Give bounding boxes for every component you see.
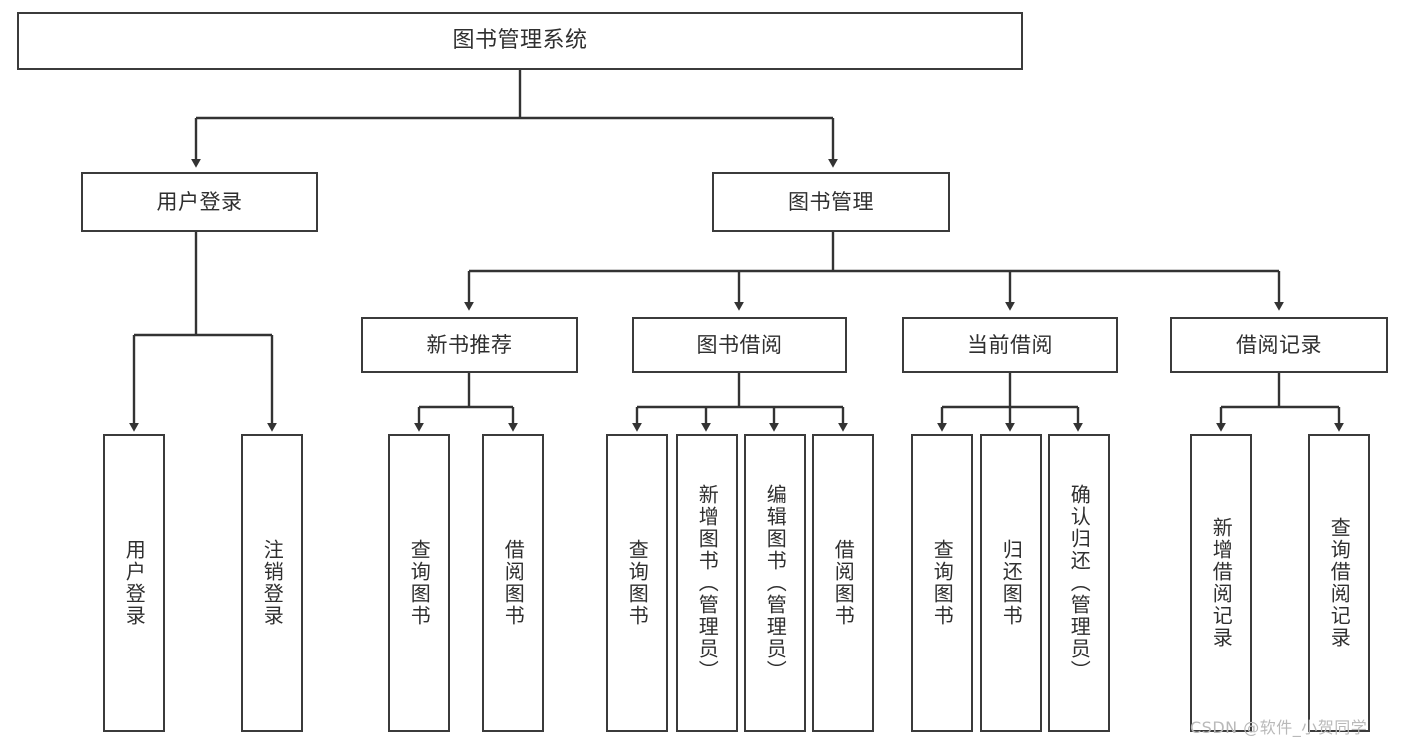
node-leaf-borrow-book-2[interactable]: 借阅图书 (812, 434, 874, 732)
node-label: 新书推荐 (426, 332, 513, 357)
node-label: 查询图书 (930, 539, 955, 627)
node-leaf-add-book[interactable]: 新增图书（管理员） (676, 434, 738, 732)
node-label: 图书管理 (788, 189, 874, 214)
node-book-borrow[interactable]: 图书借阅 (632, 317, 847, 373)
node-book-management[interactable]: 图书管理 (712, 172, 950, 232)
node-label: 借阅图书 (501, 539, 526, 627)
node-leaf-query-book-3[interactable]: 查询图书 (911, 434, 973, 732)
node-root-book-management-system[interactable]: 图书管理系统 (17, 12, 1023, 70)
node-leaf-logout[interactable]: 注销登录 (241, 434, 303, 732)
node-label: 当前借阅 (967, 332, 1053, 357)
node-leaf-query-book-1[interactable]: 查询图书 (388, 434, 450, 732)
node-leaf-query-book-2[interactable]: 查询图书 (606, 434, 668, 732)
node-current-borrow[interactable]: 当前借阅 (902, 317, 1118, 373)
node-label: 查询图书 (407, 539, 432, 627)
node-label: 用户登录 (156, 189, 243, 214)
node-borrow-record[interactable]: 借阅记录 (1170, 317, 1388, 373)
node-leaf-borrow-book-1[interactable]: 借阅图书 (482, 434, 544, 732)
node-new-book-recommendation[interactable]: 新书推荐 (361, 317, 578, 373)
node-leaf-add-borrow-record[interactable]: 新增借阅记录 (1190, 434, 1252, 732)
node-label: 新增借阅记录 (1209, 517, 1234, 649)
node-label: 注销登录 (260, 539, 285, 627)
node-label: 图书借阅 (696, 332, 783, 357)
node-leaf-return-book[interactable]: 归还图书 (980, 434, 1042, 732)
node-leaf-confirm-return[interactable]: 确认归还（管理员） (1048, 434, 1110, 732)
node-label: 借阅记录 (1236, 332, 1322, 357)
node-leaf-edit-book[interactable]: 编辑图书（管理员） (744, 434, 806, 732)
node-label: 借阅图书 (831, 539, 856, 627)
node-label: 归还图书 (999, 539, 1024, 627)
node-leaf-user-login[interactable]: 用户登录 (103, 434, 165, 732)
node-label: 新增图书（管理员） (695, 484, 720, 682)
node-label: 确认归还（管理员） (1067, 484, 1092, 682)
node-label: 查询图书 (625, 539, 650, 627)
node-label: 图书管理系统 (452, 28, 588, 54)
watermark: CSDN @软件_小贺同学 (1190, 718, 1368, 737)
node-label: 用户登录 (122, 539, 147, 627)
node-leaf-query-borrow-record[interactable]: 查询借阅记录 (1308, 434, 1370, 732)
node-label: 查询借阅记录 (1327, 517, 1352, 649)
node-user-login[interactable]: 用户登录 (81, 172, 318, 232)
node-label: 编辑图书（管理员） (763, 484, 788, 682)
